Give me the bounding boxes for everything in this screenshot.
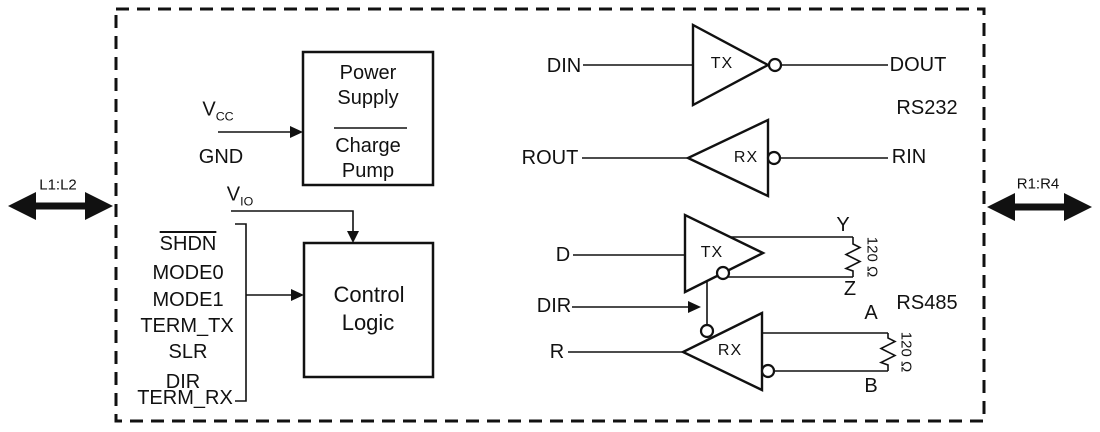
pin-r: R (549, 341, 565, 363)
termination-resistor-yz (843, 237, 862, 277)
pin-dir: DIR (536, 295, 572, 317)
rs232-section-label: RS232 (896, 97, 958, 119)
rs232-rx-gate-label: RX (733, 149, 759, 166)
gnd-pin-label: GND (198, 146, 244, 168)
rs485-rx-b-bubble (760, 363, 776, 379)
right-port-label: R1:R4 (1016, 175, 1060, 193)
vcc-wire (218, 126, 303, 138)
pin-mode1: MODE1 (152, 289, 224, 311)
rs485-section-label: RS485 (896, 292, 958, 314)
rs485-tx-z-bubble (715, 265, 731, 281)
pin-rout: ROUT (521, 147, 579, 169)
chip-boundary-dashed-box (114, 7, 986, 423)
pin-d: D (555, 244, 571, 266)
left-port-arrow-icon (8, 192, 113, 220)
vio-pin-label: VIO (226, 183, 254, 209)
power-supply-line2: Supply (337, 87, 399, 109)
rs232-tx-inversion-bubble (767, 57, 783, 73)
pin-shdn: SHDN (159, 233, 217, 255)
pin-b: B (864, 375, 878, 397)
pin-z: Z (843, 278, 857, 300)
rs485-rx-gate-label: RX (717, 342, 743, 359)
power-supply-line1: Power (339, 62, 397, 84)
vio-wire (231, 210, 359, 243)
pin-dout: DOUT (889, 54, 947, 76)
control-logic-line2: Logic (341, 310, 395, 335)
power-supply-box (301, 50, 435, 187)
rs232-rx-inversion-bubble (766, 150, 782, 166)
pin-a: A (864, 302, 878, 324)
rs232-tx-gate-label: TX (710, 55, 734, 72)
right-port-arrow-icon (987, 193, 1092, 221)
control-logic-line1: Control (333, 282, 405, 307)
pin-din: DIN (546, 55, 582, 77)
termination-resistor-ab (878, 333, 897, 371)
charge-pump-line1: Charge (335, 135, 401, 157)
dir-enable-wire (572, 280, 715, 339)
pin-term-tx: TERM_TX (140, 315, 234, 337)
pin-dir-list: DIR (165, 371, 201, 393)
pin-slr: SLR (168, 341, 208, 363)
rs485-tx-driver (573, 213, 862, 294)
rs485-rx-receiver (568, 311, 897, 392)
rs232-rx-receiver (582, 118, 888, 198)
control-logic-box (302, 241, 435, 379)
rs485-tx-gate-label: TX (700, 244, 724, 261)
rs485-rx-enable-bubble (699, 323, 715, 339)
termination-value-ab: 120 Ω (897, 331, 915, 373)
vcc-pin-label: VCC (202, 98, 234, 124)
pin-term-rx: TERM_RX (137, 387, 233, 409)
rs232-tx-driver (583, 23, 888, 107)
pin-mode0: MODE0 (152, 262, 224, 284)
charge-pump-line2: Pump (341, 160, 395, 182)
left-port-label: L1:L2 (39, 176, 77, 194)
pin-y: Y (836, 214, 850, 236)
pin-rin: RIN (891, 146, 927, 168)
termination-value-yz: 120 Ω (863, 236, 881, 278)
control-signal-bracket (235, 223, 304, 402)
